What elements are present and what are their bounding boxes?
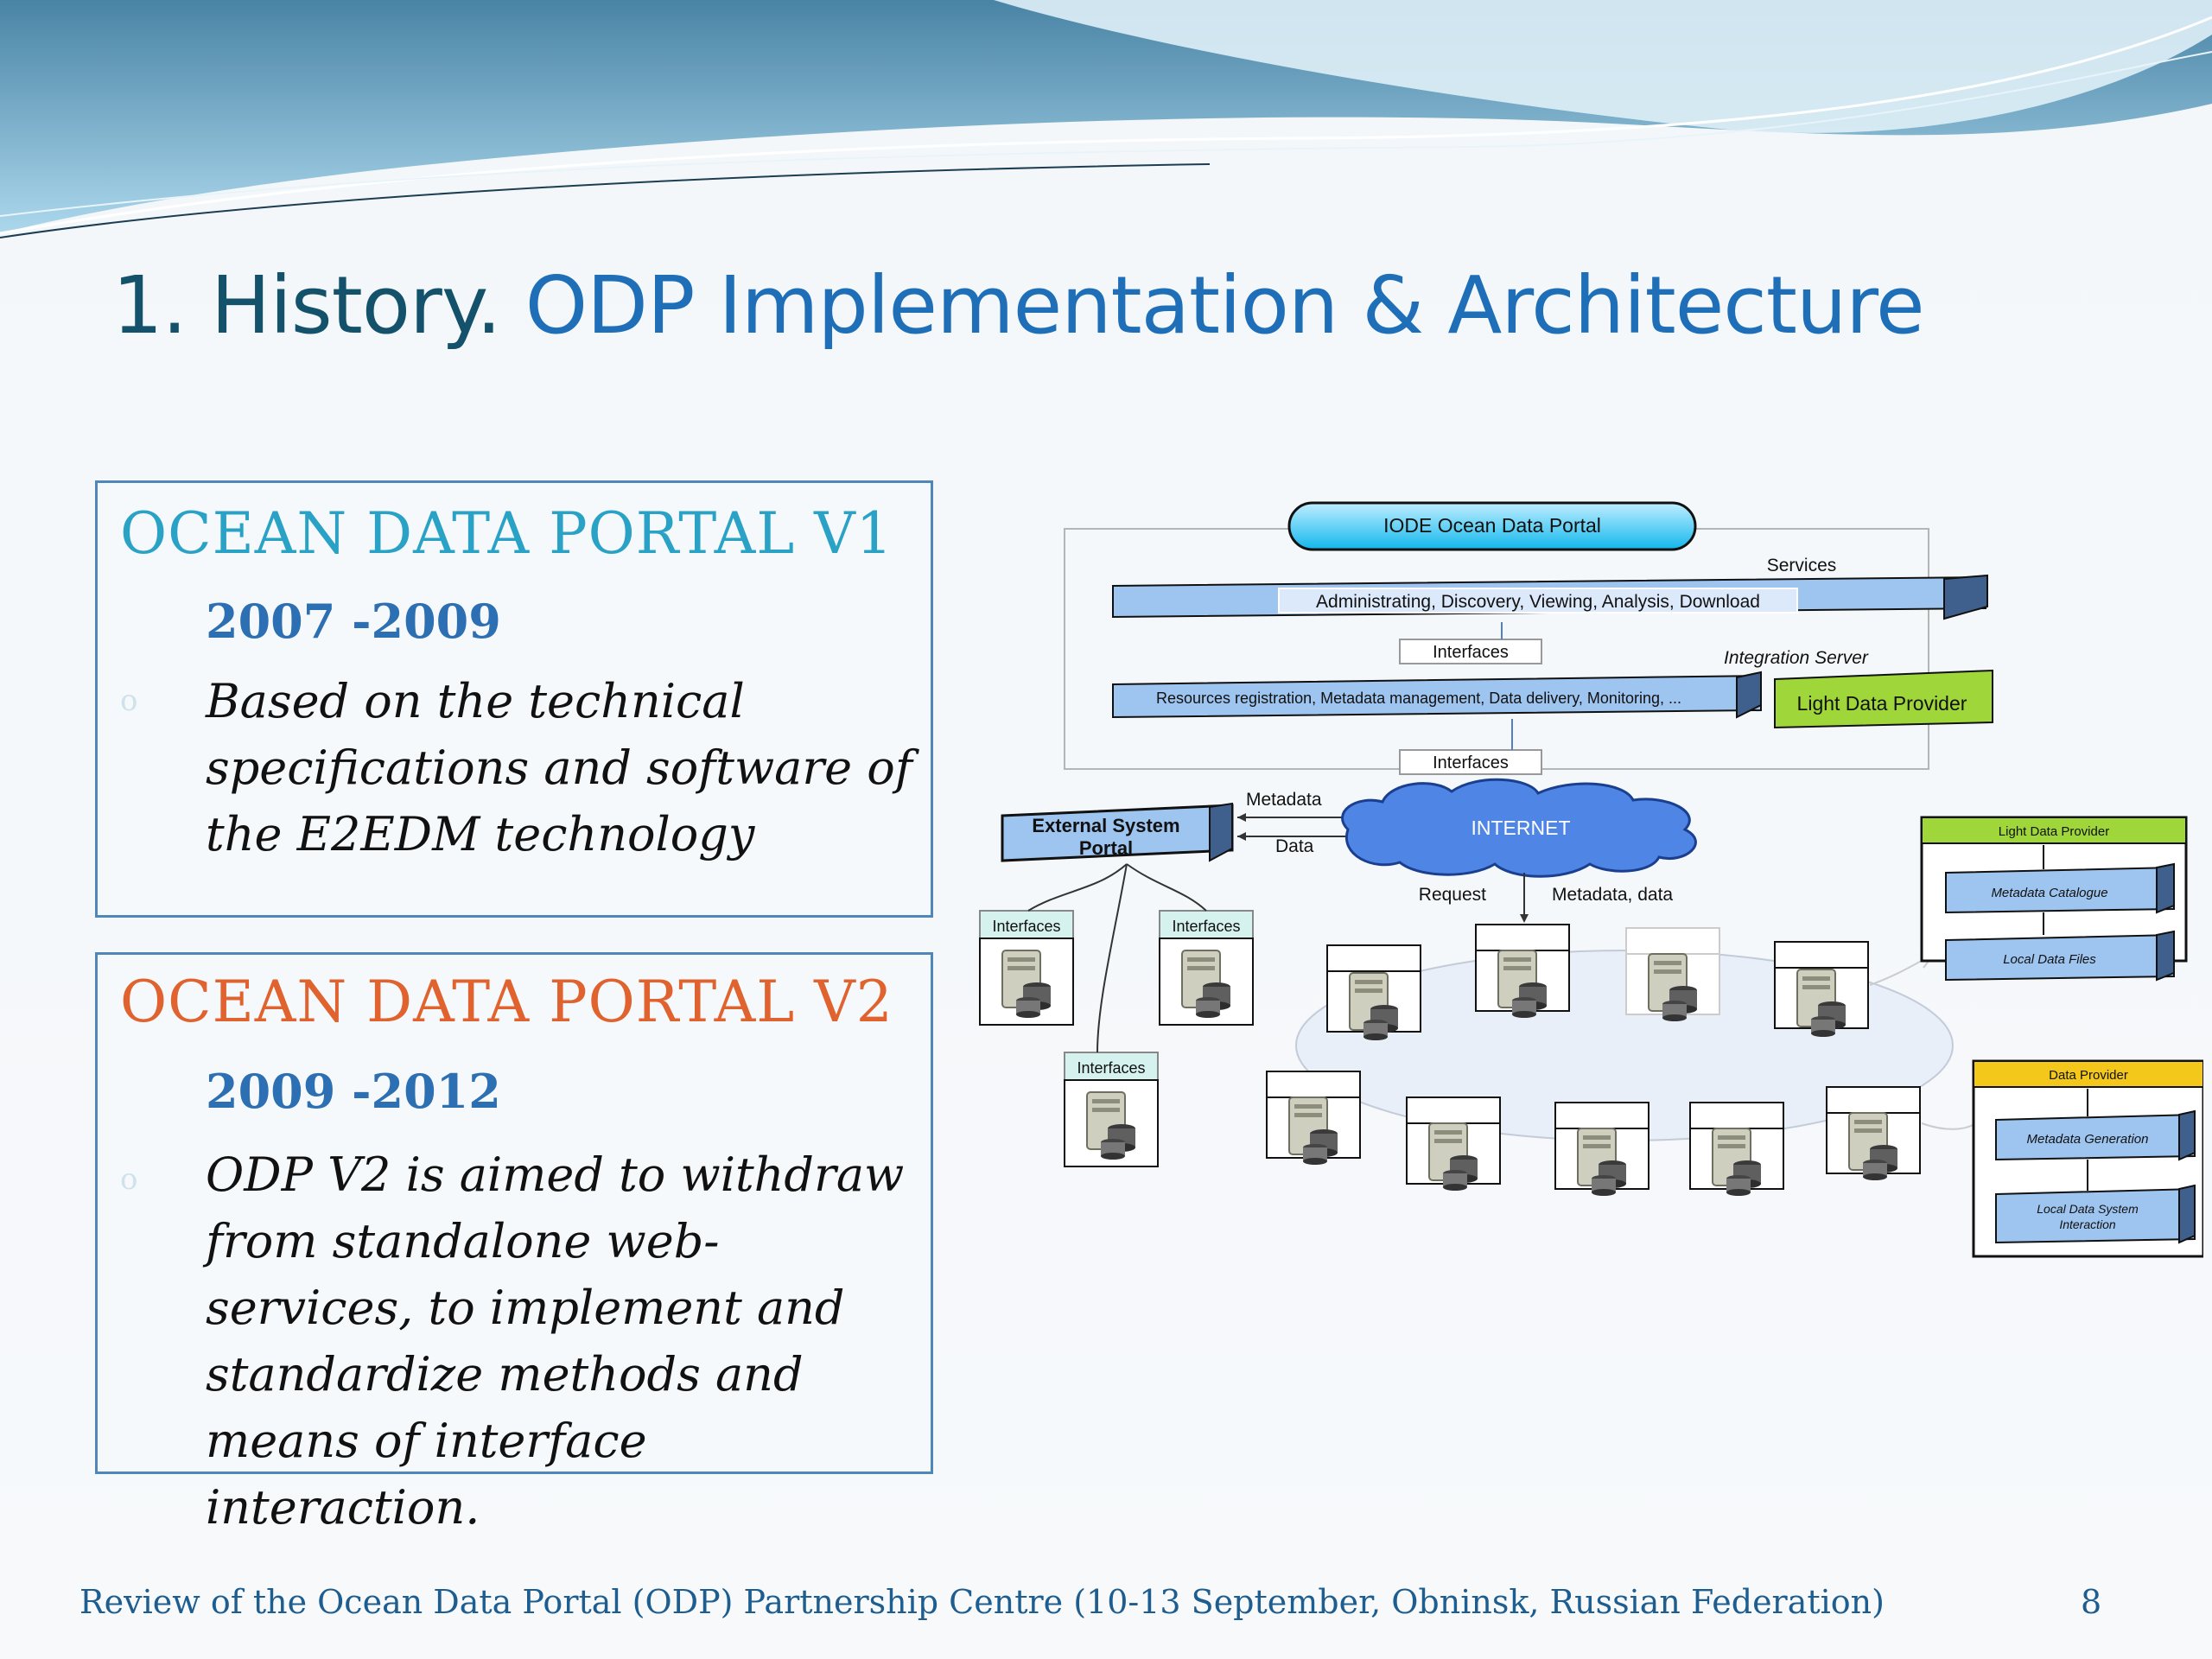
internet-label: INTERNET <box>1471 817 1571 839</box>
server-node-7 <box>1554 1102 1649 1197</box>
data-provider-detail: Data Provider Metadata Generation Local … <box>1972 1059 2203 1258</box>
v1-years: 2007 -2009 <box>206 594 501 649</box>
interfaces-label-2: Interfaces <box>1433 753 1509 772</box>
server-node-4 <box>1774 941 1869 1038</box>
server-node-5 <box>1266 1071 1361 1166</box>
external-system-label-1: External System <box>1032 815 1179 836</box>
light-data-provider-label: Light Data Provider <box>1797 692 1967 715</box>
local-data-system-label-1: Local Data System <box>2037 1202 2139 1216</box>
v1-title: OCEAN DATA PORTAL V1 <box>120 500 893 567</box>
external-system-portal-node: External System Portal <box>1001 802 1234 862</box>
header-wave-decoration <box>0 0 2212 238</box>
services-bar-label: Administrating, Discovery, Viewing, Anal… <box>1316 592 1760 612</box>
page-title: 1. History. ODP Implementation & Archite… <box>112 259 1925 352</box>
iode-portal-label: IODE Ocean Data Portal <box>1383 514 1601 537</box>
services-label: Services <box>1767 556 1837 575</box>
v2-box: OCEAN DATA PORTAL V2 2009 -2012 o ODP V2… <box>95 952 933 1535</box>
architecture-diagram: IODE Ocean Data Portal Services Administ… <box>979 501 2203 1258</box>
v1-bullet: o <box>120 683 138 718</box>
interface-node-3-label: Interfaces <box>1077 1059 1145 1077</box>
v2-title: OCEAN DATA PORTAL V2 <box>120 969 893 1035</box>
slide-footer: Review of the Ocean Data Portal (ODP) Pa… <box>79 1583 1885 1621</box>
server-node-3 <box>1625 927 1720 1022</box>
iode-portal-node: IODE Ocean Data Portal <box>1287 501 1697 551</box>
resources-bar: Resources registration, Metadata managem… <box>1112 671 1762 719</box>
server-node-2 <box>1475 924 1570 1019</box>
page-number: 8 <box>2081 1583 2102 1621</box>
server-node-8 <box>1689 1102 1784 1197</box>
v2-text: ODP V2 is aimed to withdraw from standal… <box>206 1147 905 1535</box>
metadata-label: Metadata <box>1246 790 1322 810</box>
local-data-files-label: Local Data Files <box>2003 952 2096 967</box>
services-bar: Administrating, Discovery, Viewing, Anal… <box>1112 574 1988 620</box>
interface-node-2-label: Interfaces <box>1172 918 1240 935</box>
v2-years: 2009 -2012 <box>206 1064 501 1119</box>
server-node-6 <box>1406 1096 1501 1192</box>
data-label: Data <box>1275 836 1314 856</box>
server-node-1 <box>1326 944 1421 1041</box>
light-data-provider-node: Light Data Provider <box>1774 669 1993 729</box>
title-text: ODP Implementation & Architecture <box>524 259 1925 352</box>
integration-server-label: Integration Server <box>1724 648 1869 668</box>
ldp-box-title: Light Data Provider <box>1999 824 2109 839</box>
v1-text: Based on the technical specifications an… <box>206 674 912 861</box>
v2-bullet: o <box>120 1162 138 1197</box>
metadata-data-label: Metadata, data <box>1552 885 1673 905</box>
v1-box: OCEAN DATA PORTAL V1 2007 -2009 o Based … <box>95 480 933 918</box>
resources-bar-label: Resources registration, Metadata managem… <box>1156 690 1681 707</box>
dp-box-title: Data Provider <box>2049 1068 2128 1083</box>
interfaces-label-1: Interfaces <box>1433 643 1509 662</box>
title-number: 1. History. <box>112 259 501 352</box>
interface-node-1-label: Interfaces <box>992 918 1060 935</box>
light-data-provider-detail: Light Data Provider Metadata Catalogue L… <box>1920 816 2188 982</box>
request-label: Request <box>1419 885 1486 905</box>
local-data-system-label-2: Interaction <box>2059 1217 2116 1231</box>
metadata-generation-label: Metadata Generation <box>2027 1132 2149 1147</box>
internet-cloud: INTERNET <box>1341 778 1697 878</box>
server-node-9 <box>1826 1086 1921 1181</box>
external-system-label-2: Portal <box>1079 837 1133 859</box>
metadata-catalogue-label: Metadata Catalogue <box>1991 886 2107 900</box>
interface-node-2: Interfaces <box>1159 910 1254 1026</box>
interface-node-3: Interfaces <box>1064 1052 1159 1167</box>
interface-node-1: Interfaces <box>979 910 1074 1026</box>
